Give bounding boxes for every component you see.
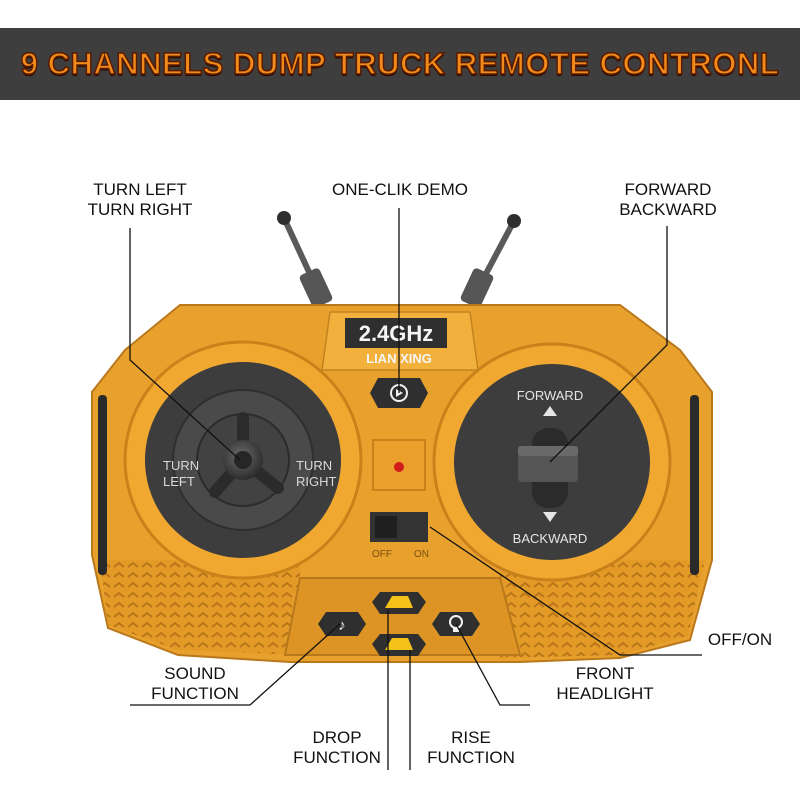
svg-text:LEFT: LEFT: [163, 474, 195, 489]
switch-off-label: OFF: [372, 549, 392, 560]
panel-backward-label: BACKWARD: [513, 531, 588, 546]
callout-forward-backward: FORWARD BACKWARD: [619, 180, 717, 219]
antenna-right: [460, 214, 521, 308]
svg-text:RIGHT: RIGHT: [296, 474, 337, 489]
dump-truck-icon: [385, 596, 413, 608]
music-note-icon: ♪: [338, 617, 346, 634]
sound-function-button[interactable]: ♪: [318, 612, 366, 636]
drop-function-button[interactable]: [372, 592, 426, 614]
steering-knob[interactable]: [209, 412, 284, 498]
up-arrow-icon: [543, 406, 557, 416]
banner-title: 9 CHANNELS DUMP TRUCK REMOTE CONTRONL: [20, 45, 780, 82]
right-grip: [690, 395, 699, 575]
throttle-lever[interactable]: [518, 446, 578, 482]
callout-sound: SOUND FUNCTION: [151, 664, 239, 703]
stick-turn-right-label: TURN: [296, 458, 332, 473]
switch-on-label: ON: [414, 549, 429, 560]
antenna-left: [277, 211, 333, 308]
callout-headlight: FRONT HEADLIGHT: [556, 664, 654, 703]
panel-forward-label: FORWARD: [517, 388, 583, 403]
frequency-label: 2.4GHz: [359, 321, 434, 346]
power-switch[interactable]: [370, 512, 428, 542]
callout-demo: ONE-CLIK DEMO: [331, 180, 469, 199]
callout-off-on: OFF/ON: [707, 630, 773, 649]
power-indicator-led: [394, 462, 404, 472]
down-arrow-icon: [543, 512, 557, 522]
callout-drop: DROP FUNCTION: [293, 728, 381, 767]
dump-truck-icon: [385, 638, 413, 650]
rise-function-button[interactable]: [372, 634, 426, 656]
stick-turn-left-label: TURN: [163, 458, 199, 473]
callout-turn: TURN LEFT TURN RIGHT: [87, 180, 193, 219]
left-grip: [98, 395, 107, 575]
callout-rise: RISE FUNCTION: [427, 728, 515, 767]
callout-lines: [129, 208, 702, 770]
title-banner: 9 CHANNELS DUMP TRUCK REMOTE CONTRONL: [0, 28, 800, 100]
